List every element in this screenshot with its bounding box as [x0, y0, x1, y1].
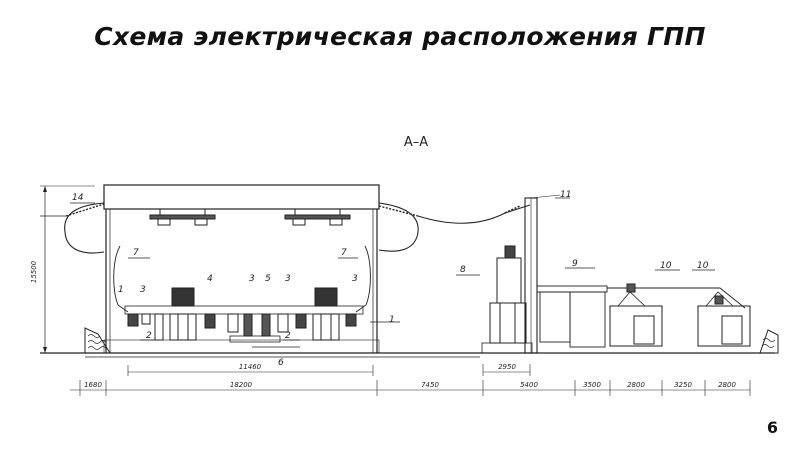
callout-6: 6 — [278, 358, 284, 368]
callout-3-a: 3 — [140, 285, 146, 295]
dim-2950: 2950 — [498, 363, 516, 371]
line-portal-mast — [524, 194, 561, 354]
dim-chain — [70, 380, 751, 396]
callout-1-left: 1 — [118, 285, 124, 295]
callout-8: 8 — [460, 265, 466, 275]
outdoor-cell-a — [609, 283, 663, 347]
page-number: 6 — [766, 418, 778, 437]
dim-1680: 1680 — [84, 381, 102, 389]
switchgear-building — [103, 184, 380, 354]
callout-3-d: 3 — [352, 274, 358, 284]
callout-3-b: 3 — [249, 274, 255, 284]
callout-2-left: 2 — [146, 331, 152, 341]
callout-2-right: 2 — [285, 331, 291, 341]
callout-11: 11 — [560, 190, 571, 200]
dim-11460-line — [127, 365, 374, 376]
dim-2950-line — [482, 364, 531, 376]
inner-cable-runs — [113, 245, 371, 313]
callout-4: 4 — [207, 274, 213, 284]
callout-5: 5 — [265, 274, 271, 284]
dim-2800-b: 2800 — [718, 381, 736, 389]
right-overhead-entry — [378, 202, 531, 252]
dim-3250: 3250 — [674, 381, 692, 389]
conductor-bridge — [536, 285, 746, 348]
ceiling-light-right — [284, 209, 351, 226]
callout-10-a: 10 — [660, 261, 672, 271]
dim-11460: 11460 — [239, 363, 262, 371]
callout-3-c: 3 — [285, 274, 291, 284]
slide-title: Схема электрическая расположения ГПП — [94, 22, 706, 51]
dim-3500: 3500 — [583, 381, 601, 389]
outdoor-cell-b — [697, 291, 751, 347]
dim-7450: 7450 — [421, 381, 439, 389]
main-transformer — [481, 245, 533, 354]
switchgear-equipment-row — [124, 287, 364, 343]
section-label: А–А — [404, 135, 428, 150]
callout-1-right: 1 — [389, 315, 395, 325]
ceiling-light-left — [149, 209, 216, 226]
callout-14: 14 — [72, 193, 84, 203]
dim-5400: 5400 — [520, 381, 538, 389]
right-soil-hatch — [759, 329, 779, 354]
callout-9: 9 — [572, 259, 578, 269]
callout-10-b: 10 — [697, 261, 709, 271]
callout-7-left: 7 — [133, 248, 139, 258]
dim-18200: 18200 — [230, 381, 253, 389]
left-overhead-entry — [40, 202, 105, 254]
roof-slab — [103, 184, 380, 210]
left-soil-hatch — [84, 327, 111, 354]
callout-7-right: 7 — [341, 248, 347, 258]
height-dim-label: 15500 — [30, 260, 38, 283]
dim-2800-a: 2800 — [627, 381, 645, 389]
callout-leaders — [70, 197, 715, 348]
